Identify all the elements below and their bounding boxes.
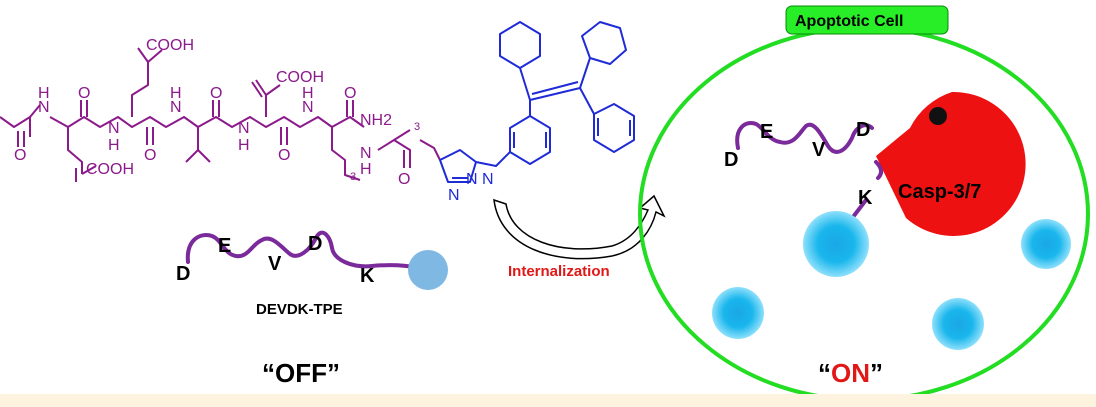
on-quote-close: ”: [870, 358, 883, 388]
triazole-labels: N N N: [448, 171, 494, 204]
cell-title-box: [785, 5, 949, 35]
n-atom: N: [38, 99, 50, 116]
bottom-strip: [0, 394, 1096, 407]
probe-letters: D E V D K: [176, 233, 375, 287]
n-atom: N: [108, 120, 120, 137]
tpe-triazole-structure: [439, 21, 635, 183]
tpe-aggregate: [1021, 219, 1071, 269]
cell-title: Apoptotic Cell: [795, 13, 903, 30]
internalization-arrow: [493, 194, 666, 260]
caspase-enzyme: [876, 91, 1026, 236]
subscript-3: 3: [414, 121, 420, 133]
n-atom: N: [170, 99, 182, 116]
h-atom: H: [238, 137, 250, 154]
probe-name: DEVDK-TPE: [256, 301, 343, 318]
residue-v: V: [812, 139, 826, 161]
cell-membrane: [638, 26, 1090, 402]
internalization-label: Internalization: [508, 263, 610, 280]
caspase-eye: [929, 107, 947, 125]
residue-v: V: [268, 253, 282, 275]
caspase-label: Casp-3/7: [898, 181, 981, 203]
triazole-n: N: [466, 171, 478, 188]
residue-e: E: [760, 121, 773, 143]
cooh-glu: COOH: [146, 37, 194, 54]
triazole-n: N: [448, 187, 460, 204]
o-atom: O: [278, 147, 290, 164]
o-atom: O: [344, 85, 356, 102]
residue-d: D: [724, 149, 738, 171]
tpe-aggregate: [712, 287, 764, 339]
o-atom: O: [144, 147, 156, 164]
peptide-probe-cartoon: [185, 230, 448, 290]
residue-e: E: [218, 235, 231, 257]
residue-d: D: [176, 263, 190, 285]
o-atom: O: [398, 171, 410, 188]
residue-k: K: [360, 265, 375, 287]
peptide-chain: [185, 230, 422, 270]
n-atom: N: [302, 99, 314, 116]
h-atom: H: [360, 161, 372, 178]
on-quote-open: “: [818, 358, 831, 388]
o-atom: O: [14, 147, 26, 164]
o-atom: O: [210, 85, 222, 102]
on-label: “ON”: [818, 358, 883, 388]
off-label: “OFF”: [262, 358, 340, 388]
residue-d: D: [308, 233, 322, 255]
cooh-asp2: COOH: [276, 69, 324, 86]
molecule-labels: COOH COOH COOH N N N N N H H H H H O O O…: [14, 37, 420, 188]
n-atom: N: [360, 145, 372, 162]
h-atom: H: [170, 85, 182, 102]
triazole-n: N: [482, 171, 494, 188]
cell-residue-letters: D E V D K: [724, 119, 873, 209]
n-atom: N: [238, 120, 250, 137]
h-atom: H: [38, 85, 50, 102]
tpe-sphere: [408, 250, 448, 290]
o-atom: O: [78, 85, 90, 102]
cooh-asp1: COOH: [86, 161, 134, 178]
residue-k: K: [858, 187, 873, 209]
peptide-molecule: [0, 47, 441, 182]
tpe-aggregate: [932, 298, 984, 350]
h-atom: H: [108, 137, 120, 154]
residue-d: D: [856, 119, 870, 141]
nh2-group: NH2: [360, 112, 392, 129]
tpe-aggregate: [803, 211, 869, 277]
subscript-3: 3: [350, 171, 356, 183]
on-word: ON: [831, 358, 870, 388]
h-atom: H: [302, 85, 314, 102]
